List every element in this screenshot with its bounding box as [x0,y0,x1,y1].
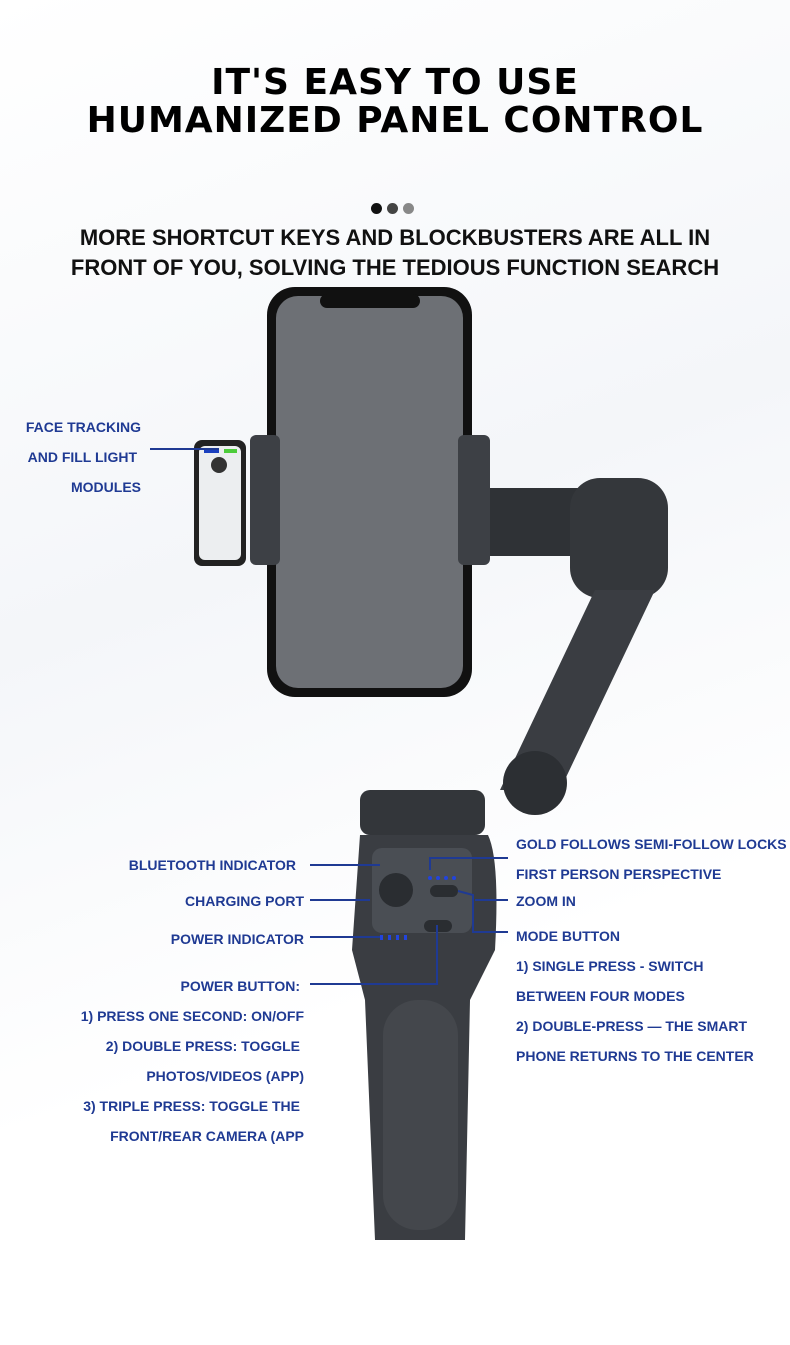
knob [503,751,567,815]
arm-lower [500,590,655,790]
headline-line-1: IT'S EASY TO USE [211,62,579,103]
label-power-button-desc: 3) TRIPLE PRESS: TOGGLE THE [83,1098,300,1114]
clamp-left [250,435,280,565]
zoom-button[interactable] [430,885,458,897]
label-power-button-desc: 2) DOUBLE PRESS: TOGGLE [105,1038,300,1054]
label-mode-button-desc: 2) DOUBLE-PRESS — THE SMART [516,1018,748,1034]
carousel-dots [371,203,414,214]
leader-lines [150,448,508,985]
label-follow-modes: GOLD FOLLOWS SEMI-FOLLOW LOCKS [516,836,787,852]
label-face-tracking: FACE TRACKING [25,419,141,435]
motor [570,478,668,598]
control-panel [372,848,472,933]
label-power-button-desc: 1) PRESS ONE SECOND: ON/OFF [80,1008,304,1024]
label-mode-button: MODE BUTTON [516,928,620,944]
subheadline-line-2: FRONT OF YOU, SOLVING THE TEDIOUS FUNCTI… [70,255,720,280]
phone-notch [320,294,420,308]
camera-lens-icon [211,457,227,473]
headline-line-2: HUMANIZED PANEL CONTROL [86,100,704,141]
label-zoom-in: ZOOM IN [516,893,576,909]
joystick[interactable] [379,873,413,907]
label-mode-button-desc: BETWEEN FOUR MODES [516,988,685,1004]
label-face-tracking: MODULES [71,479,141,495]
clamp-right [458,435,490,565]
label-power-button-desc: PHOTOS/VIDEOS (APP) [146,1068,304,1084]
label-bluetooth-indicator: BLUETOOTH INDICATOR [128,857,296,873]
grip [383,1000,458,1230]
phone-screen [276,296,463,688]
subheadline-line-1: MORE SHORTCUT KEYS AND BLOCKBUSTERS ARE … [79,225,711,250]
label-mode-button-desc: 1) SINGLE PRESS - SWITCH [516,958,704,974]
label-face-tracking: AND FILL LIGHT [27,449,137,465]
label-power-button: POWER BUTTON: [180,978,300,994]
carousel-dot[interactable] [387,203,398,214]
label-fpv: FIRST PERSON PERSPECTIVE [516,866,722,882]
label-power-indicator: POWER INDICATOR [170,931,304,947]
carousel-dot[interactable] [371,203,382,214]
label-power-button-desc: FRONT/REAR CAMERA (APP [110,1128,304,1144]
label-charging-port: CHARGING PORT [185,893,304,909]
carousel-dot[interactable] [403,203,414,214]
label-mode-button-desc: PHONE RETURNS TO THE CENTER [516,1048,754,1064]
handle-top [360,790,485,835]
